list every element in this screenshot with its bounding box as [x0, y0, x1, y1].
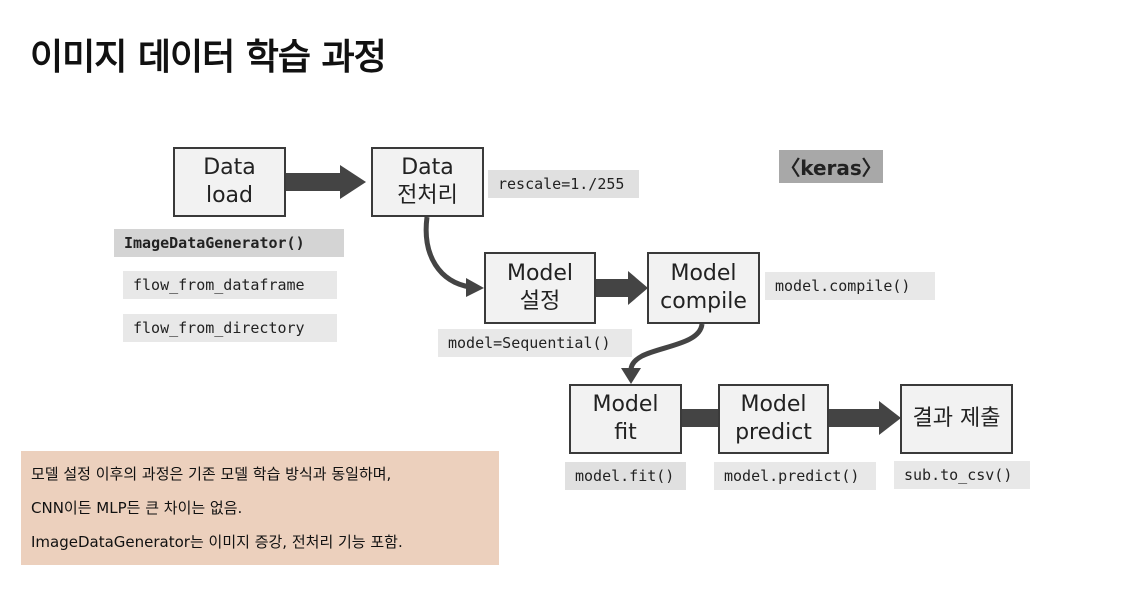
model-compile-box: Model compile: [647, 252, 760, 324]
arrowhead-compile-to-fit: [621, 368, 641, 384]
arrow-fit-to-predict: [682, 409, 720, 427]
arrow-predict-to-submit: [829, 409, 881, 427]
submit-result-box: 결과 제출: [900, 384, 1013, 454]
note-line-1: 모델 설정 이후의 과정은 기존 모델 학습 방식과 동일하며,: [31, 465, 392, 483]
arrowhead-predict-to-submit: [879, 401, 901, 435]
fit-label: model.fit(): [565, 462, 686, 490]
page-title: 이미지 데이터 학습 과정: [30, 37, 387, 78]
model-predict-box: Model predict: [718, 384, 829, 454]
arrow-compile-to-fit: [628, 323, 705, 371]
arrowhead-preprocess-to-setup: [466, 278, 484, 297]
predict-label: model.predict(): [714, 462, 876, 490]
keras-label: 〈keras〉: [779, 150, 883, 183]
model-setup-box: Model 설정: [484, 252, 596, 324]
sequential-label: model=Sequential(): [438, 329, 632, 357]
rescale-label: rescale=1./255: [488, 170, 639, 198]
flow-from-dataframe-label: flow_from_dataframe: [123, 271, 337, 299]
data-preprocess-box: Data 전처리: [371, 147, 484, 217]
arrowhead-load-to-preprocess: [340, 165, 366, 199]
image-data-generator-label: ImageDataGenerator(): [114, 229, 344, 257]
arrow-setup-to-compile: [596, 279, 630, 297]
compile-label: model.compile(): [765, 272, 935, 300]
note-line-2: CNN이든 MLP든 큰 차이는 없음.: [31, 499, 243, 517]
flow-from-directory-label: flow_from_directory: [123, 314, 337, 342]
arrowhead-setup-to-compile: [628, 271, 648, 305]
arrow-preprocess-to-setup: [423, 216, 471, 290]
model-fit-box: Model fit: [569, 384, 682, 454]
data-load-box: Data load: [173, 147, 286, 217]
note-line-3: ImageDataGenerator는 이미지 증강, 전처리 기능 포함.: [31, 533, 403, 551]
explanation-note: 모델 설정 이후의 과정은 기존 모델 학습 방식과 동일하며, CNN이든 M…: [21, 451, 499, 565]
arrow-load-to-preprocess: [286, 173, 342, 191]
to-csv-label: sub.to_csv(): [894, 461, 1030, 489]
